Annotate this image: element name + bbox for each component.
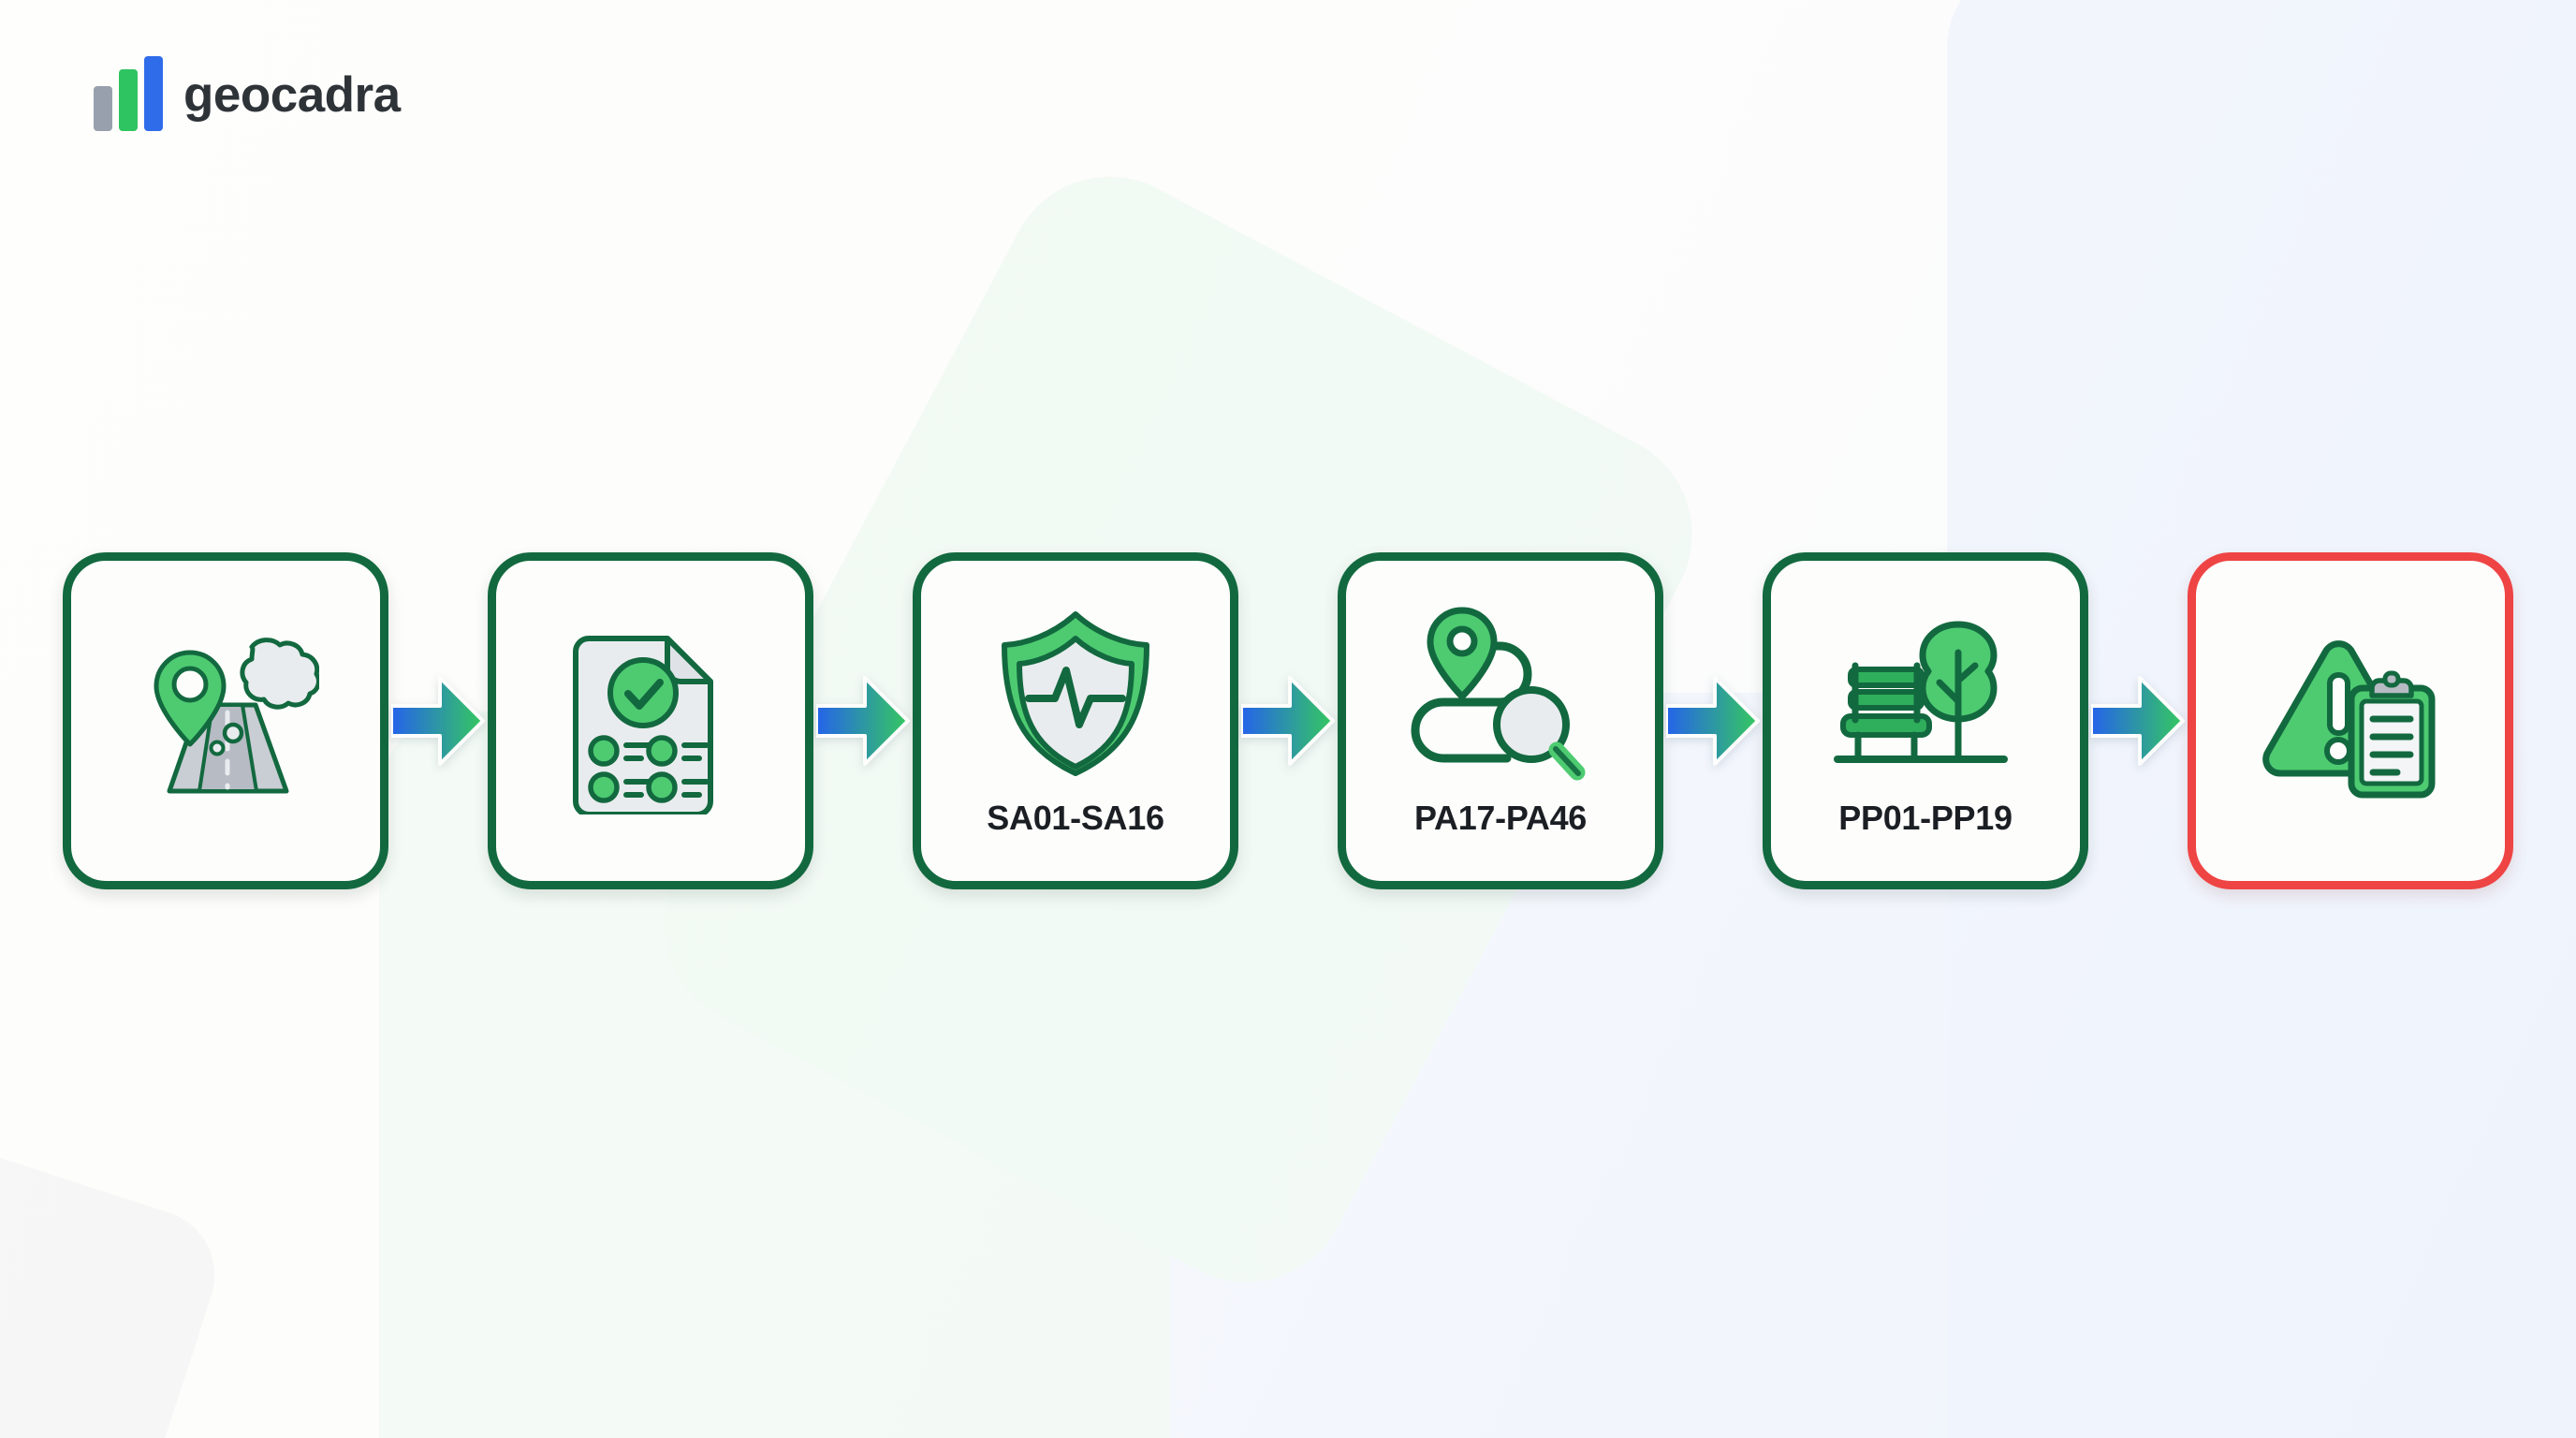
arrow-right-icon-2 — [813, 668, 913, 773]
shield-pulse-icon — [975, 600, 1177, 787]
arrow-right-icon-5 — [2088, 668, 2188, 773]
park-bench-tree-icon — [1825, 600, 2027, 787]
flow-step-label: PP01-PP19 — [1838, 799, 2012, 837]
brand-logo[interactable]: geocadra — [94, 56, 401, 131]
logo-bars-icon — [94, 56, 163, 131]
logo-bar-gray — [94, 86, 112, 131]
process-flow: SA01-SA16 PA17-PA46 — [0, 524, 2576, 917]
road-map-pin-icon — [125, 627, 327, 814]
logo-bar-blue — [144, 56, 163, 131]
logo-bar-green — [119, 69, 138, 131]
flow-step-label: PA17-PA46 — [1413, 799, 1588, 837]
brand-name: geocadra — [183, 66, 401, 123]
arrow-right-icon-3 — [1238, 668, 1338, 773]
flow-step-site-survey[interactable] — [63, 552, 388, 889]
flow-step-safety-assessment[interactable]: SA01-SA16 — [913, 552, 1238, 889]
flow-step-route-analysis[interactable]: PA17-PA46 — [1338, 552, 1663, 889]
route-magnifier-icon — [1400, 600, 1602, 787]
document-checklist-icon — [550, 627, 752, 814]
flow-step-public-places[interactable]: PP01-PP19 — [1763, 552, 2088, 889]
arrow-right-icon-1 — [388, 668, 488, 773]
arrow-right-icon-4 — [1663, 668, 1763, 773]
flow-step-label: SA01-SA16 — [987, 799, 1164, 837]
warning-clipboard-icon — [2250, 627, 2452, 814]
flow-step-hazard-report[interactable] — [2188, 552, 2513, 889]
flow-step-documentation[interactable] — [488, 552, 813, 889]
